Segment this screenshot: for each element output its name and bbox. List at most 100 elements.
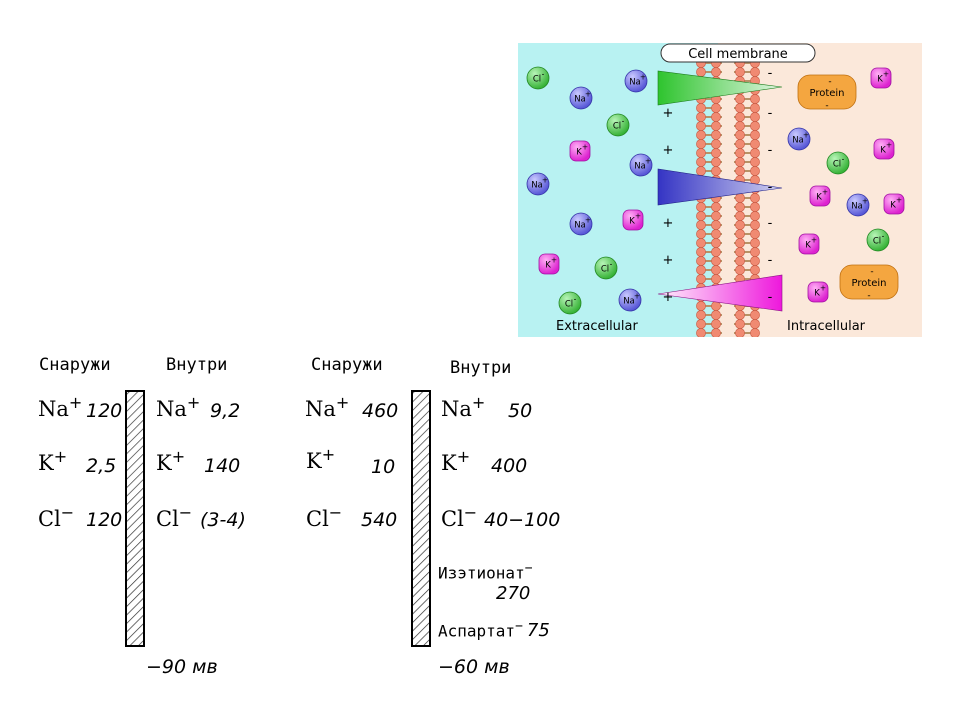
k-ion: K+: [807, 281, 829, 303]
minus-sign: -: [768, 290, 773, 305]
lipid-head: [750, 310, 760, 320]
k-ion: K+: [883, 193, 905, 215]
k-ion: K+: [569, 140, 591, 162]
svg-text:+: +: [820, 284, 826, 293]
k-ion: K+: [798, 233, 820, 255]
minus-sign: -: [768, 66, 773, 81]
lipid-head: [696, 148, 706, 158]
svg-text:-: -: [542, 70, 545, 79]
protein-molecule: Protein--: [797, 74, 857, 111]
lipid-head: [696, 166, 706, 176]
extracellular-label: Extracellular: [556, 319, 639, 334]
lipid-head: [696, 319, 706, 329]
lipid-head: [711, 220, 721, 230]
left-membrane-potential: −90 мв: [146, 656, 218, 678]
lipid-head: [735, 193, 745, 203]
left-outside-na: Na+: [38, 393, 83, 422]
left-outside-header: Снаружи: [39, 355, 111, 375]
lipid-head: [696, 139, 706, 149]
right-outside-na: Na+: [305, 393, 350, 422]
svg-text:Na: Na: [623, 297, 635, 307]
left-outside-na-value: 120: [86, 400, 123, 422]
k-ion: K+: [809, 185, 831, 207]
lipid-head: [696, 211, 706, 221]
lipid-head: [750, 220, 760, 230]
svg-text:+: +: [634, 292, 640, 301]
lipid-head: [696, 220, 706, 230]
right-isethionate-label: Изэтионат−: [438, 561, 533, 583]
left-outside-cl: Cl−: [38, 503, 75, 532]
k-gradient-triangle: [657, 274, 783, 312]
lipid-head: [696, 157, 706, 167]
svg-text:Na: Na: [531, 181, 543, 191]
lipid-head: [711, 274, 721, 284]
lipid-head: [735, 328, 745, 337]
minus-sign: -: [768, 216, 773, 231]
right-outside-k: K+: [306, 445, 336, 474]
lipid-head: [735, 220, 745, 230]
svg-text:Cl: Cl: [873, 237, 881, 247]
lipid-head: [735, 157, 745, 167]
lipid-head: [711, 265, 721, 275]
lipid-head: [750, 247, 760, 257]
svg-text:Na: Na: [851, 202, 863, 212]
svg-text:+: +: [635, 212, 641, 221]
lipid-head: [735, 94, 745, 104]
svg-text:+: +: [542, 176, 548, 185]
left-inside-k: K+: [156, 447, 186, 476]
lipid-head: [711, 112, 721, 122]
cl-ion: Cl-: [826, 151, 850, 175]
lipid-head: [696, 310, 706, 320]
lipid-head: [696, 256, 706, 266]
membrane-diagram: Cell membrane +++++------- Cl-Na+Na+Cl-K…: [518, 43, 922, 337]
lipid-head: [735, 211, 745, 221]
svg-text:K: K: [545, 261, 551, 271]
plus-sign: +: [663, 253, 674, 268]
left-inside-na: Na+: [156, 393, 201, 422]
na-ion: Na+: [846, 193, 870, 217]
svg-text:+: +: [803, 131, 809, 140]
lipid-head: [735, 166, 745, 176]
lipid-head: [696, 202, 706, 212]
lipid-head: [696, 229, 706, 239]
lipid-head: [711, 256, 721, 266]
lipid-head: [735, 67, 745, 77]
lipid-head: [696, 103, 706, 113]
cl-ion: Cl-: [606, 113, 630, 137]
lipid-head: [711, 139, 721, 149]
na-ion: Na+: [624, 69, 648, 93]
svg-text:K: K: [805, 241, 811, 251]
svg-text:-: -: [842, 155, 845, 164]
svg-text:K: K: [816, 193, 822, 203]
left-inside-cl-value: (3-4): [200, 509, 246, 531]
svg-text:Cl: Cl: [613, 122, 621, 132]
lipid-head: [711, 319, 721, 329]
left-outside-cl-value: 120: [86, 509, 123, 531]
k-ion: K+: [538, 253, 560, 275]
right-outside-cl: Cl−: [306, 503, 343, 532]
lipid-head: [735, 130, 745, 140]
k-ion: K+: [622, 209, 644, 231]
lipid-head: [696, 112, 706, 122]
svg-text:+: +: [886, 141, 892, 150]
lipid-head: [696, 274, 706, 284]
lipid-head: [711, 148, 721, 158]
svg-text:-: -: [622, 117, 625, 126]
left-inside-k-value: 140: [204, 455, 241, 477]
cl-ion: Cl-: [526, 66, 550, 90]
lipid-head: [696, 67, 706, 77]
left-inside-header: Внутри: [166, 355, 228, 375]
svg-text:Cl: Cl: [833, 160, 841, 170]
right-outside-k-value: 10: [371, 456, 396, 478]
lipid-head: [750, 328, 760, 337]
right-aspartate-label: Аспартат−75: [438, 619, 550, 642]
lipid-head: [696, 130, 706, 140]
right-outside-cl-value: 540: [361, 509, 398, 531]
lipid-head: [711, 229, 721, 239]
right-inside-k-value: 400: [491, 455, 528, 477]
lipid-head: [750, 121, 760, 131]
svg-text:+: +: [896, 196, 902, 205]
lipid-head: [750, 238, 760, 248]
lipid-head: [711, 328, 721, 337]
right-outside-na-value: 460: [362, 400, 399, 422]
